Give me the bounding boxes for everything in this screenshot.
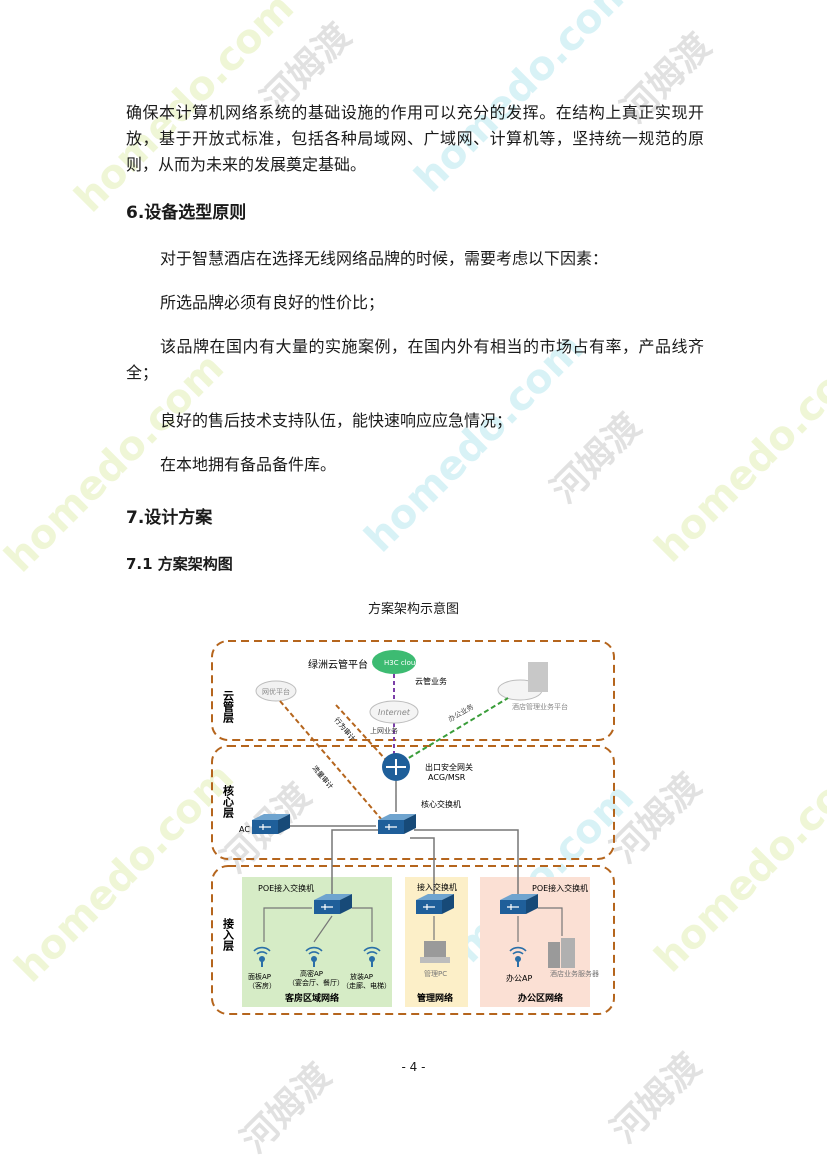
subsection-heading: 7.1 方案架构图 [126,555,233,573]
cloud-logo-text: H3C cloud [384,659,420,667]
layer-label-core: 核心层 [222,784,236,819]
high-density-ap-note: （宴会厅、餐厅） [288,978,344,987]
cloud-icon [255,680,297,702]
office-poe-switch-icon [499,893,539,915]
ac-label: AC [239,825,250,834]
traffic-audit-label: 流量审计 [310,764,335,791]
office-platform-label: 酒店管理业务平台 [512,702,568,711]
layer-label-access: 接入层 [222,917,236,952]
office-ap-label: 办公AP [506,973,532,983]
watermark-text: 河姆渡 [603,1045,710,1152]
ceiling-ap-label: 放装AP [350,972,373,981]
core-switch-label: 核心交换机 [421,799,461,809]
page-number: - 4 - [401,1060,426,1074]
cloud-platform-label: 绿洲云管平台 [308,658,368,671]
ac-switch-icon [251,813,291,835]
section-heading: 6.设备选型原则 [126,203,247,223]
network-platform-label: 网优平台 [262,687,290,696]
gateway-label: 出口安全网关 [425,762,473,772]
office-switch-label: POE接入交换机 [532,883,588,893]
watermark-text: homedo.com [646,744,827,982]
behavior-audit-label: 行为审计 [332,716,357,743]
office-ap-icon [509,946,527,968]
core-switch-icon [377,813,417,835]
poe-switch-icon [313,893,353,915]
body-paragraph: 该品牌在国内有大量的实施案例，在国内外有相当的市场占有率，产品线齐全； [126,337,704,382]
ceiling-ap-note: （走廊、电梯） [342,981,391,990]
internet-label: Internet [378,708,411,717]
ceiling-ap-icon [363,946,381,968]
gateway-model-label: ACG/MSR [428,773,466,782]
figure-caption: 方案架构示意图 [367,602,459,617]
watermark-text: 河姆渡 [213,775,320,882]
watermark-text: 河姆渡 [603,765,710,872]
body-paragraph: 确保本计算机网络系统的基础设施的作用可以充分的发挥。在结构上真正实现开放，基于开… [126,103,704,174]
gateway-router-icon [382,753,410,781]
watermark-text: homedo.com [406,774,643,1012]
mgmt-pc-label: 管理PC [424,969,447,978]
access-switch-icon [415,893,455,915]
high-density-ap-icon [305,946,323,968]
body-paragraph: 对于智慧酒店在选择无线网络品牌的时候，需要考虑以下因素： [160,249,609,268]
body-paragraph: 在本地拥有备品备件库。 [160,455,337,474]
layer-label-cloud: 云管层 [222,690,236,724]
building-icon [528,662,548,692]
cloud-icon [497,679,543,701]
body-paragraph: 良好的售后技术支持队伍，能快速响应应急情况； [160,411,513,430]
panel-ap-note: （客房） [248,981,276,990]
pc-icon [424,941,446,957]
server-icon [548,942,560,968]
panel-ap-label: 面板AP [248,972,271,981]
high-density-ap-label: 高密AP [300,969,323,978]
internet-traffic-label: 上网业务 [370,726,398,735]
section-heading: 7.设计方案 [126,508,213,528]
panel-ap-icon [253,946,271,968]
guest-switch-label: POE接入交换机 [258,883,314,893]
cloud-logo-icon [372,650,416,674]
office-service-label: 办公业务 [447,702,476,724]
mgmt-switch-label: 接入交换机 [417,882,457,892]
office-zone-label: 办公区网络 [518,992,563,1004]
internet-cloud-icon [369,700,419,724]
watermark-text: homedo.com [6,754,243,992]
cloud-service-label: 云管业务 [415,676,447,686]
mgmt-zone-label: 管理网络 [417,992,453,1004]
guest-zone-label: 客房区域网络 [284,992,339,1004]
office-server-label: 酒店业务服务器 [550,969,599,978]
body-paragraph: 所选品牌必须有良好的性价比； [160,293,385,312]
